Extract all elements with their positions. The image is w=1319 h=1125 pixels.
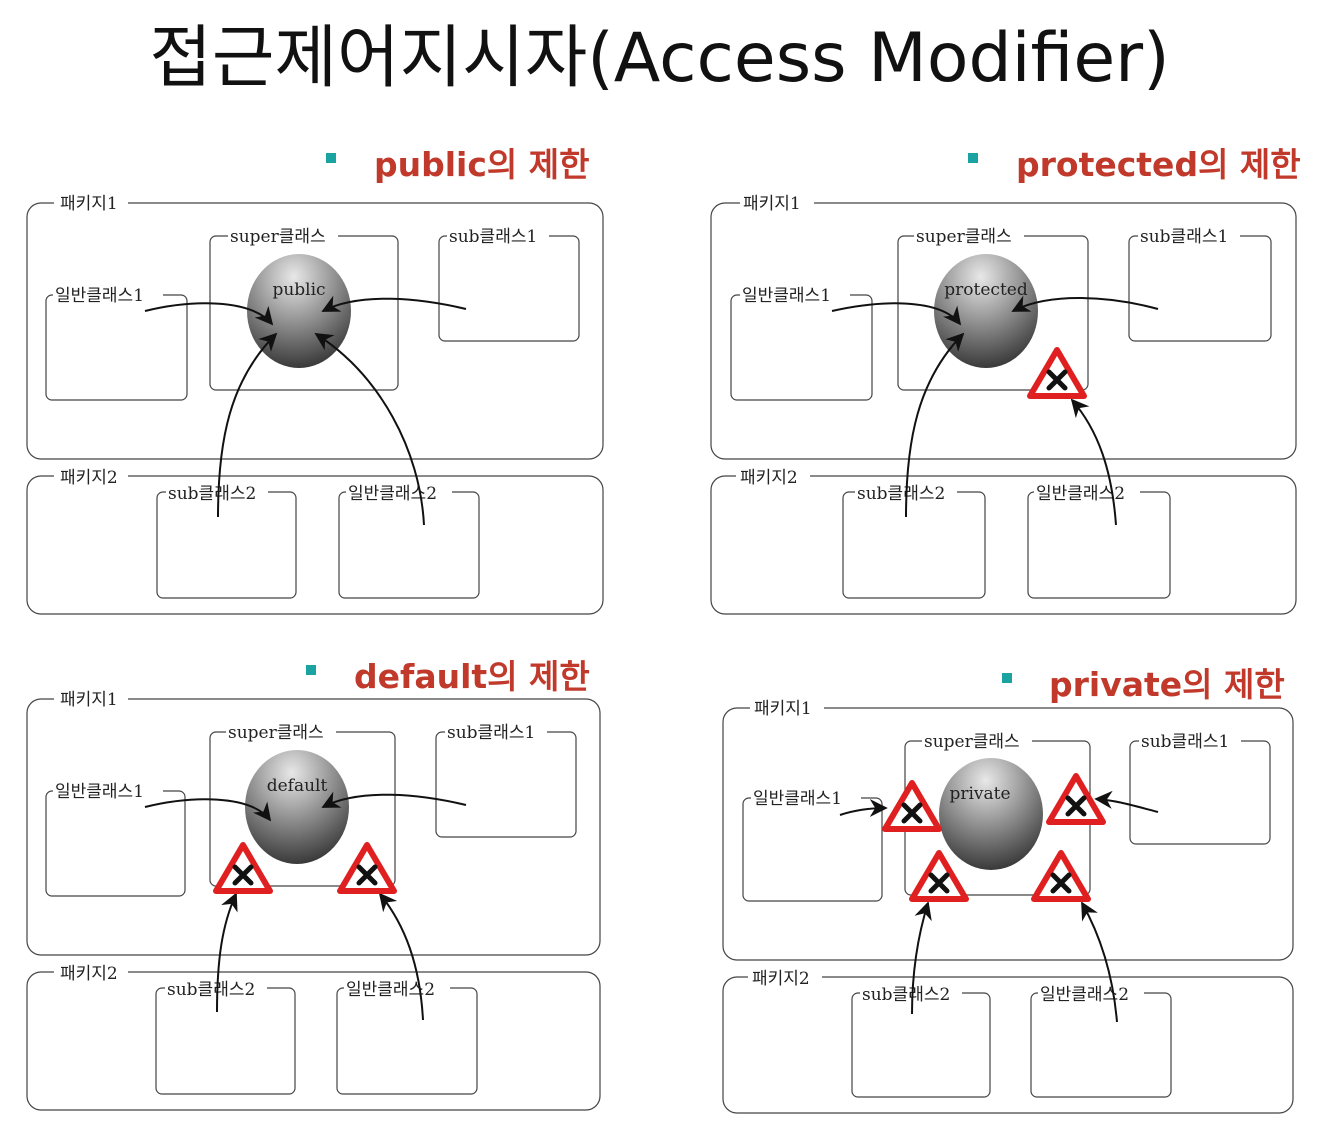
blocked-warning-icon (1030, 350, 1084, 396)
sub-class1-box (435, 731, 577, 838)
bullet-icon (1002, 673, 1012, 683)
general-class2-label: 일반클래스2 (348, 484, 437, 504)
general-class1-box (45, 790, 186, 897)
general-class1-label: 일반클래스1 (55, 286, 144, 306)
arrow (831, 302, 962, 326)
modifier-label: protected (944, 280, 1028, 300)
package2-box (710, 475, 1297, 615)
sub-class2-label: sub클래스2 (167, 980, 255, 1000)
arrow (144, 798, 272, 822)
page-title: 접근제어지시자(Access Modifier) (149, 19, 1170, 98)
arrow (1011, 295, 1159, 312)
super-class-label: super클래스 (916, 227, 1012, 247)
package1-label: 패키지1 (754, 699, 812, 719)
sub-class2-label: sub클래스2 (168, 484, 256, 504)
bullet-icon (968, 153, 978, 163)
arrow (314, 333, 425, 526)
sub-class1-label: sub클래스1 (449, 227, 537, 247)
sub-class2-box (851, 992, 991, 1098)
package2-label: 패키지2 (740, 468, 798, 488)
member-ball (247, 254, 351, 368)
heading-protected: protected의 제한 (1016, 145, 1301, 184)
arrow (378, 892, 424, 1021)
package2-box (722, 976, 1294, 1114)
sub-class2-box (155, 987, 296, 1095)
modifier-label: private (949, 784, 1010, 804)
package1-box (26, 698, 601, 956)
package1-box (710, 202, 1297, 460)
super-class-label: super클래스 (228, 723, 324, 743)
panel-protected: 패키지1 패키지2 super클래스 sub클래스1 일반클래스1 sub클래스… (710, 194, 1297, 615)
arrow (321, 791, 467, 808)
blocked-warning-icon (340, 845, 394, 891)
sub-class1-label: sub클래스1 (447, 723, 535, 743)
blocked-warning-icon (912, 853, 966, 899)
package1-label: 패키지1 (60, 690, 118, 710)
modifier-label: public (272, 280, 325, 300)
super-class-label: super클래스 (230, 227, 326, 247)
bullet-icon (306, 665, 316, 675)
arrow (1070, 398, 1117, 526)
arrow (216, 892, 238, 1013)
bullet-icon (326, 153, 336, 163)
package2-label: 패키지2 (752, 969, 810, 989)
package1-label: 패키지1 (743, 194, 801, 214)
arrow (839, 799, 888, 818)
super-class-label: super클래스 (924, 732, 1020, 752)
arrow (911, 901, 932, 1015)
sub-class2-box (156, 491, 297, 599)
blocked-warning-icon (1049, 776, 1103, 822)
arrow (905, 332, 965, 518)
sub-class1-label: sub클래스1 (1140, 227, 1228, 247)
general-class2-label: 일반클래스2 (1036, 484, 1125, 504)
heading-default: default의 제한 (354, 657, 590, 696)
general-class1-box (730, 294, 873, 401)
package2-box (26, 971, 601, 1111)
sub-class1-box (438, 235, 580, 342)
general-class1-label: 일반클래스1 (742, 286, 831, 306)
blocked-warning-icon (885, 783, 939, 829)
heading-public: public의 제한 (374, 145, 590, 184)
package2-label: 패키지2 (60, 468, 118, 488)
general-class2-box (338, 491, 480, 599)
package1-box (722, 707, 1294, 961)
blocked-warning-icon (1034, 853, 1088, 899)
general-class2-box (1027, 491, 1171, 599)
arrow (321, 295, 467, 312)
general-class1-label: 일반클래스1 (753, 789, 842, 809)
general-class1-box (45, 294, 188, 401)
package1-box (26, 202, 604, 460)
panel-public: 패키지1 패키지2 super클래스 sub클래스1 일반클래스1 sub클래스… (26, 194, 604, 615)
heading-private: private의 제한 (1049, 665, 1285, 704)
sub-class1-box (1128, 235, 1272, 342)
sub-class2-label: sub클래스2 (862, 985, 950, 1005)
package2-box (26, 475, 604, 615)
general-class1-label: 일반클래스1 (55, 782, 144, 802)
sub-class1-box (1129, 740, 1271, 845)
general-class2-box (336, 987, 478, 1095)
general-class2-label: 일반클래스2 (1040, 985, 1129, 1005)
sub-class1-label: sub클래스1 (1141, 732, 1229, 752)
panel-private: 패키지1 패키지2 super클래스 sub클래스1 일반클래스1 sub클래스… (722, 699, 1294, 1114)
sub-class2-label: sub클래스2 (857, 484, 945, 504)
general-class2-label: 일반클래스2 (346, 980, 435, 1000)
package1-label: 패키지1 (60, 194, 118, 214)
sub-class2-box (842, 491, 986, 599)
arrow (1081, 901, 1118, 1023)
general-class1-box (742, 797, 883, 902)
member-ball (939, 758, 1043, 870)
general-class2-box (1030, 992, 1172, 1098)
arrow (144, 302, 274, 326)
package2-label: 패키지2 (60, 964, 118, 984)
panel-default: 패키지1 패키지2 super클래스 sub클래스1 일반클래스1 sub클래스… (26, 690, 601, 1111)
blocked-warning-icon (216, 845, 270, 891)
arrow (217, 332, 278, 518)
modifier-label: default (267, 776, 328, 796)
arrow (1094, 790, 1159, 813)
member-ball (245, 750, 349, 864)
